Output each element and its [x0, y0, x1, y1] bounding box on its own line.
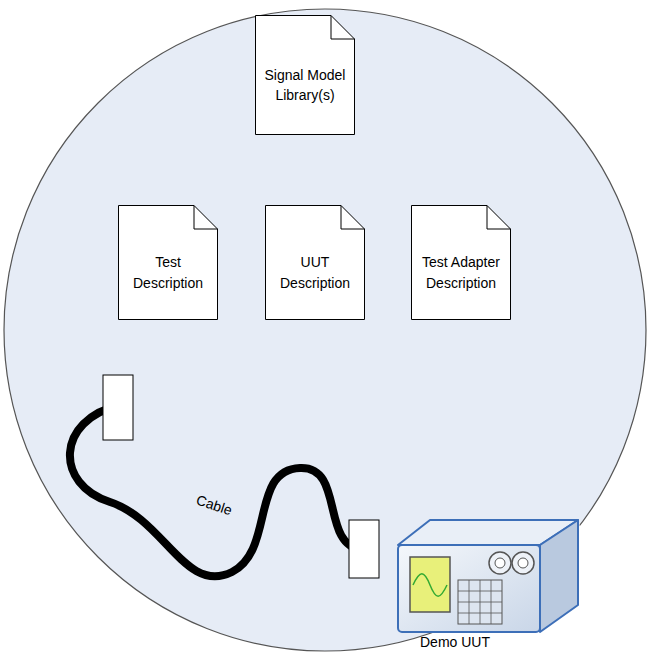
document-outline [256, 16, 355, 135]
document-outline [412, 206, 511, 320]
document-text-area: Test Adapter Description [411, 205, 511, 320]
document-label: Signal Model Library(s) [263, 65, 347, 106]
document-label: Test Description [126, 252, 210, 293]
document-node: Signal Model Library(s) [255, 15, 355, 135]
cable-connector [349, 520, 379, 578]
document-node: Test Adapter Description [411, 205, 511, 320]
document-fold [487, 206, 511, 230]
scope-circle [4, 9, 646, 651]
document-outline [119, 206, 218, 320]
document-label: UUT Description [273, 252, 357, 293]
document-fold [341, 206, 365, 230]
document-text-area: Signal Model Library(s) [255, 15, 355, 135]
cable-connector [103, 375, 133, 440]
document-fold [331, 16, 355, 40]
document-outline [266, 206, 365, 320]
instrument-illustration [398, 520, 592, 632]
document-node: UUT Description [265, 205, 365, 320]
document-fold [194, 206, 218, 230]
document-text-area: Test Description [118, 205, 218, 320]
document-text-area: UUT Description [265, 205, 365, 320]
document-label: Test Adapter Description [419, 252, 503, 293]
document-node: Test Description [118, 205, 218, 320]
device-label: Demo UUT [420, 634, 490, 650]
